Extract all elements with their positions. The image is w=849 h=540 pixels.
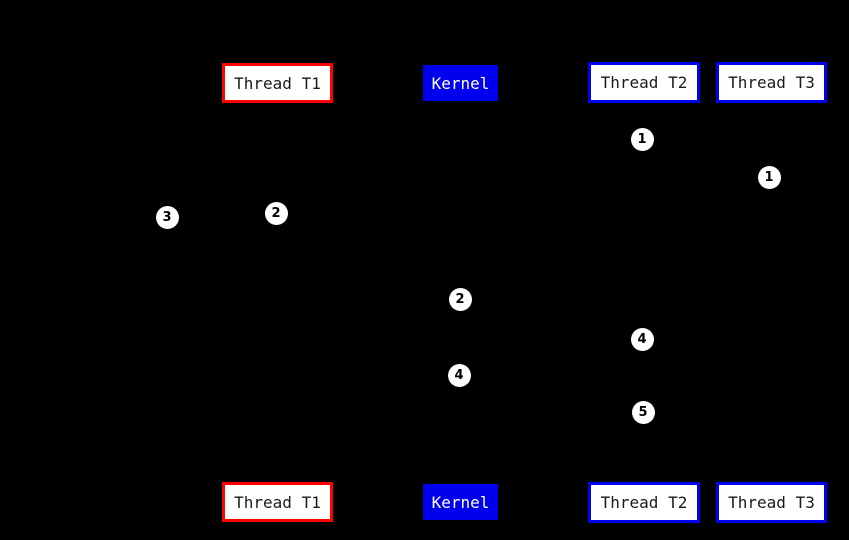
kernel-label: Kernel — [431, 73, 490, 93]
thread-t1-label: Thread T1 — [234, 73, 321, 93]
step-marker-2: 2 — [448, 287, 472, 311]
thread-t1-label: Thread T1 — [234, 492, 321, 512]
step-marker-5: 5 — [631, 400, 655, 424]
step-marker-3: 3 — [155, 205, 179, 229]
thread-t1-box-bottom: Thread T1 — [222, 482, 333, 522]
step-marker-4: 4 — [447, 363, 471, 387]
thread-t2-box-bottom: Thread T2 — [588, 482, 700, 523]
thread-t3-label: Thread T3 — [728, 493, 815, 512]
kernel-label: Kernel — [431, 492, 490, 512]
thread-t2-label: Thread T2 — [600, 493, 688, 512]
thread-t3-label: Thread T3 — [728, 73, 815, 92]
kernel-box-bottom: Kernel — [423, 484, 498, 520]
thread-t2-box-top: Thread T2 — [588, 62, 700, 103]
thread-t2-label: Thread T2 — [600, 73, 688, 92]
thread-t3-box-bottom: Thread T3 — [716, 482, 827, 523]
step-marker-4: 4 — [630, 327, 654, 351]
step-marker-2: 2 — [264, 201, 288, 225]
kernel-box-top: Kernel — [423, 65, 498, 101]
step-marker-1: 1 — [630, 127, 654, 151]
thread-t1-box-top: Thread T1 — [222, 63, 333, 103]
thread-t3-box-top: Thread T3 — [716, 62, 827, 103]
step-marker-1: 1 — [757, 165, 781, 189]
